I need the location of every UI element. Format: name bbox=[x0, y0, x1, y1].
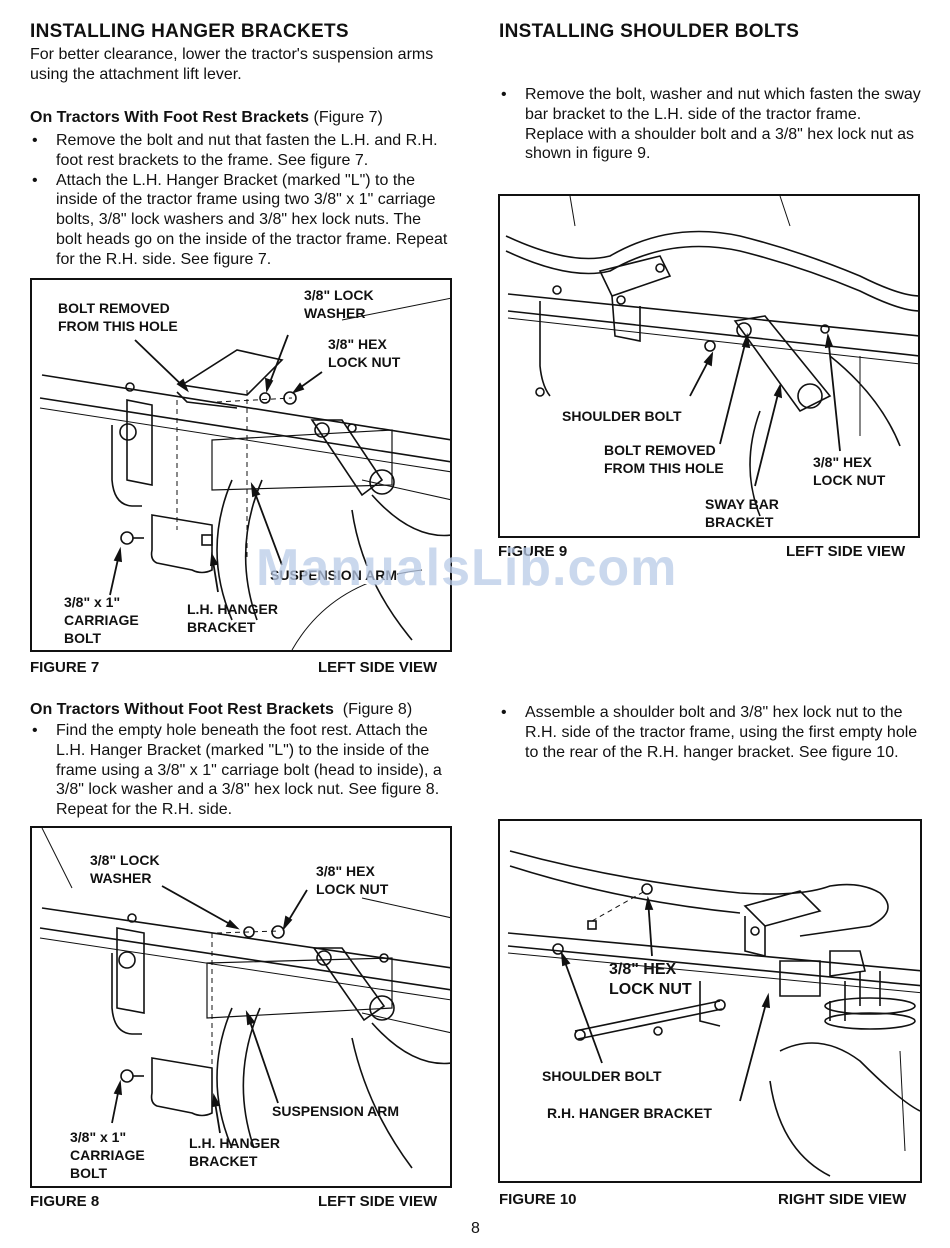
page-number: 8 bbox=[471, 1220, 480, 1237]
figure-10-caption: FIGURE 10 bbox=[499, 1191, 577, 1208]
section-heading-bold: On Tractors Without Foot Rest Brackets bbox=[30, 701, 334, 718]
figure-10-illustration: 3/8" HEX LOCK NUT SHOULDER BOLT R.H. HAN… bbox=[498, 819, 922, 1183]
bullet-item: Remove the bolt, washer and nut which fa… bbox=[499, 85, 924, 164]
label-line: SWAY BAR bbox=[705, 496, 779, 512]
shoulder-bolt-bullets-1: Remove the bolt, washer and nut which fa… bbox=[499, 85, 924, 164]
fig8-label-hex-nut: 3/8" HEX LOCK NUT bbox=[316, 862, 388, 898]
fig10-label-hex-nut: 3/8" HEX LOCK NUT bbox=[609, 960, 692, 1000]
right-title: INSTALLING SHOULDER BOLTS bbox=[499, 21, 800, 42]
label-line: FROM THIS HOLE bbox=[58, 318, 178, 334]
figure-8-illustration: 3/8" LOCK WASHER 3/8" HEX LOCK NUT SUSPE… bbox=[30, 826, 452, 1188]
bullet-item: Attach the L.H. Hanger Bracket (marked "… bbox=[30, 171, 450, 270]
bullet-item: Find the empty hole beneath the foot res… bbox=[30, 721, 455, 820]
label-line: LOCK NUT bbox=[316, 881, 389, 897]
no-foot-rest-bullets: Find the empty hole beneath the foot res… bbox=[30, 721, 455, 820]
fig7-label-hex-nut: 3/8" HEX LOCK NUT bbox=[328, 335, 400, 371]
figure-7-view: LEFT SIDE VIEW bbox=[318, 659, 438, 676]
fig9-label-bolt-removed: BOLT REMOVED FROM THIS HOLE bbox=[604, 441, 724, 477]
label-line: 3/8" LOCK bbox=[304, 287, 374, 303]
figure-8-view: LEFT SIDE VIEW bbox=[318, 1193, 438, 1210]
figure-9-drawing bbox=[505, 196, 918, 517]
label-line: 3/8" HEX bbox=[316, 863, 375, 879]
label-line: BOLT bbox=[64, 630, 102, 646]
figure-7-illustration: BOLT REMOVED FROM THIS HOLE 3/8" LOCK WA… bbox=[30, 278, 452, 652]
fig7-label-hanger-bracket: L.H. HANGER BRACKET bbox=[187, 600, 278, 636]
fig9-label-sway-bar: SWAY BAR BRACKET bbox=[705, 495, 779, 531]
fig7-label-suspension-arm: SUSPENSION ARM bbox=[270, 566, 398, 584]
label-line: BOLT bbox=[70, 1165, 108, 1181]
watermark: ManualsLib.com bbox=[256, 539, 678, 597]
figure-7-drawing bbox=[39, 297, 450, 650]
left-title: INSTALLING HANGER BRACKETS bbox=[30, 21, 349, 42]
section-heading-ref: (Figure 7) bbox=[313, 109, 383, 126]
label-line: 3/8" HEX bbox=[609, 961, 677, 978]
fig8-label-hanger-bracket: L.H. HANGER BRACKET bbox=[189, 1134, 280, 1170]
label-line: FROM THIS HOLE bbox=[604, 460, 724, 476]
figure-9-view: LEFT SIDE VIEW bbox=[786, 543, 906, 560]
figure-10-drawing bbox=[507, 850, 920, 1177]
figure-9-illustration: SHOULDER BOLT BOLT REMOVED FROM THIS HOL… bbox=[498, 194, 920, 538]
fig7-label-bolt-removed: BOLT REMOVED FROM THIS HOLE bbox=[58, 299, 178, 335]
label-line: BRACKET bbox=[705, 514, 774, 530]
label-line: WASHER bbox=[304, 305, 366, 321]
label-line: LOCK NUT bbox=[609, 981, 692, 998]
label-line: 3/8" LOCK bbox=[90, 852, 160, 868]
label-line: L.H. HANGER bbox=[189, 1135, 280, 1151]
fig7-label-carriage-bolt: 3/8" x 1" CARRIAGE BOLT bbox=[64, 593, 139, 647]
figure-9-caption: FIGURE 9 bbox=[498, 543, 568, 560]
figure-7-caption: FIGURE 7 bbox=[30, 659, 100, 676]
label-line: WASHER bbox=[90, 870, 152, 886]
figure-8-drawing bbox=[39, 828, 450, 1169]
figure-10-view: RIGHT SIDE VIEW bbox=[778, 1191, 907, 1208]
label-line: 3/8" HEX bbox=[328, 336, 387, 352]
section-heading-no-foot-rest: On Tractors Without Foot Rest Brackets (… bbox=[30, 700, 412, 720]
section-heading-bold: On Tractors With Foot Rest Brackets bbox=[30, 109, 310, 126]
bullet-item: Remove the bolt and nut that fasten the … bbox=[30, 131, 450, 171]
bullet-item: Assemble a shoulder bolt and 3/8" hex lo… bbox=[499, 703, 924, 762]
label-line: BOLT REMOVED bbox=[58, 300, 170, 316]
fig7-label-lock-washer: 3/8" LOCK WASHER bbox=[304, 286, 374, 322]
label-line: LOCK NUT bbox=[813, 472, 886, 488]
fig10-label-hanger-bracket: R.H. HANGER BRACKET bbox=[547, 1105, 712, 1121]
fig8-label-lock-washer: 3/8" LOCK WASHER bbox=[90, 851, 160, 887]
left-intro: For better clearance, lower the tractor'… bbox=[30, 46, 434, 83]
foot-rest-bullets: Remove the bolt and nut that fasten the … bbox=[30, 131, 450, 270]
figure-8-caption: FIGURE 8 bbox=[30, 1193, 100, 1210]
label-line: LOCK NUT bbox=[328, 354, 401, 370]
label-line: CARRIAGE bbox=[64, 612, 139, 628]
fig8-label-suspension-arm: SUSPENSION ARM bbox=[272, 1103, 400, 1119]
fig8-label-carriage-bolt: 3/8" x 1" CARRIAGE BOLT bbox=[70, 1128, 145, 1182]
label-line: 3/8" x 1" bbox=[70, 1129, 127, 1145]
label-line: BRACKET bbox=[187, 619, 256, 635]
label-line: 3/8" x 1" bbox=[64, 594, 121, 610]
label-line: BOLT REMOVED bbox=[604, 442, 716, 458]
fig9-label-shoulder-bolt: SHOULDER BOLT bbox=[562, 407, 682, 425]
fig9-label-hex-nut: 3/8" HEX LOCK NUT bbox=[813, 453, 885, 489]
label-line: BRACKET bbox=[189, 1153, 258, 1169]
label-line: L.H. HANGER bbox=[187, 601, 278, 617]
label-line: 3/8" HEX bbox=[813, 454, 872, 470]
section-heading-ref: (Figure 8) bbox=[342, 701, 413, 718]
label-line: CARRIAGE bbox=[70, 1147, 145, 1163]
shoulder-bolt-bullets-2: Assemble a shoulder bolt and 3/8" hex lo… bbox=[499, 703, 924, 762]
fig10-label-shoulder-bolt: SHOULDER BOLT bbox=[542, 1068, 662, 1084]
section-heading-foot-rest: On Tractors With Foot Rest Brackets (Fig… bbox=[30, 108, 383, 128]
